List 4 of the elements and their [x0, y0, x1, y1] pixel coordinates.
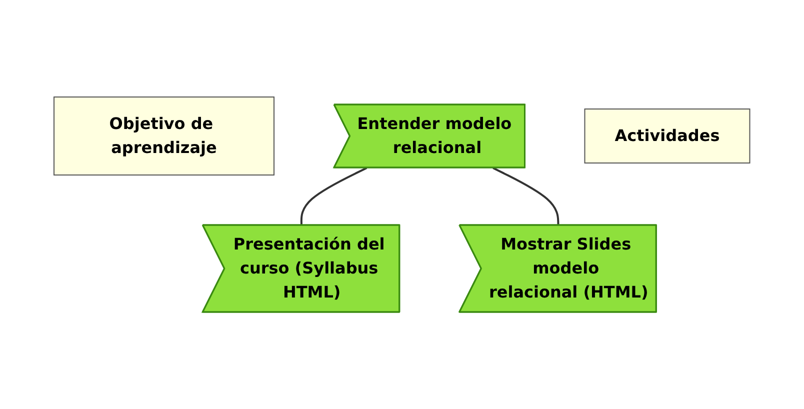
node-box: Objetivo de aprendizaje [54, 96, 275, 176]
connector [300, 167, 368, 226]
node-box: Actividades [584, 108, 750, 164]
connector [492, 167, 560, 226]
